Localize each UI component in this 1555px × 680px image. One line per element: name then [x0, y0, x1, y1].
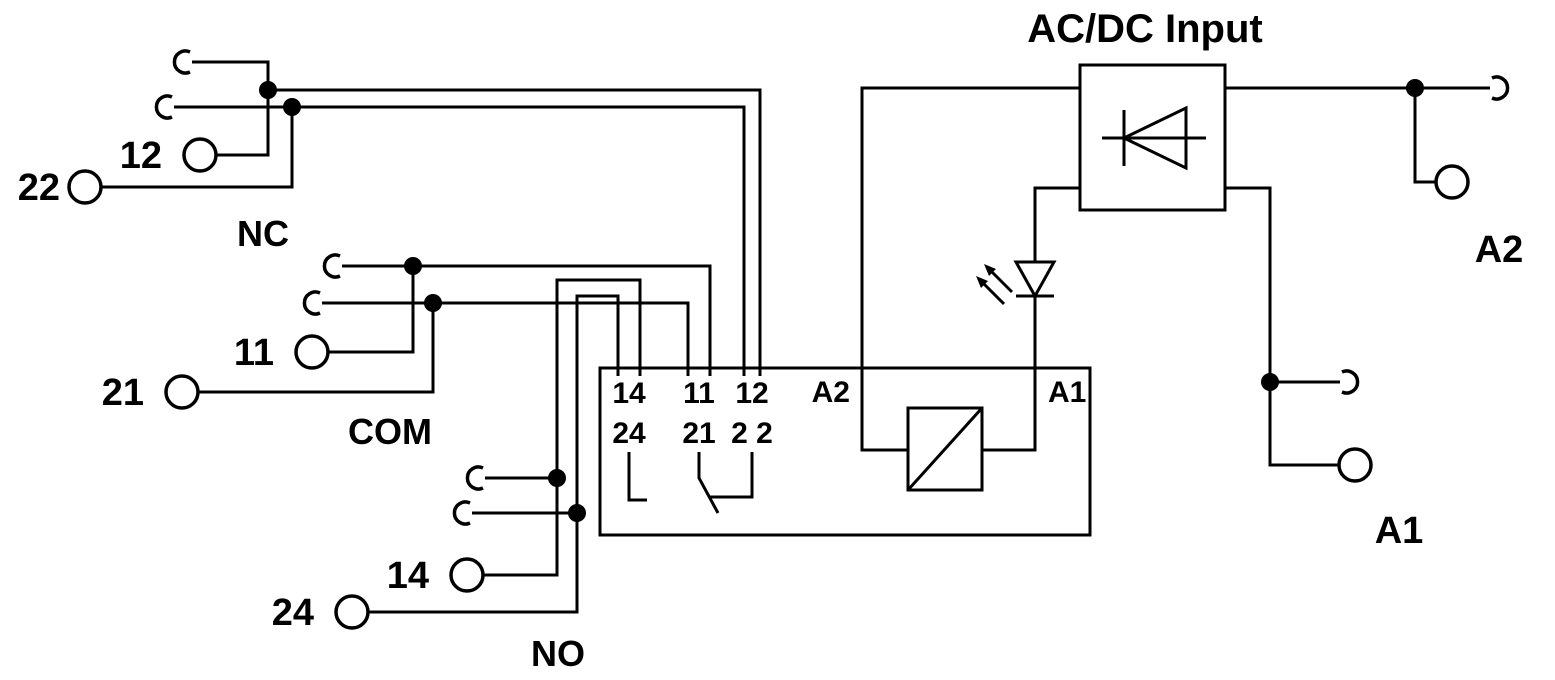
a1-terminal-group: A1 [1225, 186, 1424, 552]
wire [555, 278, 642, 478]
wire [982, 296, 1037, 452]
wire [199, 301, 435, 394]
nc-label: NC [237, 213, 289, 254]
no-label: NO [531, 633, 585, 674]
plug-contact-icon [322, 253, 341, 279]
terminal-11-ring [294, 334, 330, 370]
wire [1033, 186, 1080, 262]
arrow-head [976, 276, 988, 288]
terminal-21-ring [164, 374, 200, 410]
relay-module-box: 14 11 12 24 21 2 2 A2 A1 [598, 366, 1092, 537]
acdc-input-title: AC/DC Input [1027, 7, 1263, 51]
bridge-rectifier-icon [1102, 105, 1206, 171]
wire [1413, 88, 1436, 184]
relay-pin-24-label: 24 [612, 417, 646, 450]
junction-dot [283, 98, 301, 116]
wire [860, 86, 1080, 452]
plug-contact-icon [172, 49, 191, 75]
terminal-14-ring [449, 557, 485, 593]
nc-contact-stub [710, 452, 754, 499]
wire [433, 301, 690, 376]
terminal-a2-label: A2 [1475, 229, 1524, 271]
arrow-shaft [990, 270, 1014, 294]
changeover-contact-icon [627, 452, 754, 514]
junction-dot [404, 257, 422, 275]
terminal-24-ring [334, 594, 370, 630]
arrow-head [984, 264, 996, 276]
plug-contact-icon [302, 290, 321, 316]
junction-dot [568, 504, 586, 522]
terminal-24-label: 24 [272, 592, 314, 634]
wire [1268, 382, 1339, 467]
plug-contact-icon [465, 465, 484, 491]
terminal-21-label: 21 [102, 372, 144, 414]
relay-pin-12-label: 12 [735, 377, 768, 410]
terminal-12-ring [182, 137, 218, 173]
wire [413, 264, 712, 376]
terminal-22-ring [67, 169, 103, 205]
relay-pin-11-label: 11 [683, 377, 715, 410]
a2-terminal-group: A2 [1225, 75, 1524, 271]
com-label: COM [348, 411, 432, 452]
junction-dot [424, 294, 442, 312]
nc-terminal-group: 12 22 NC [18, 49, 762, 376]
terminal-12-label: 12 [120, 135, 162, 177]
no-terminal-group: 14 24 NO [272, 278, 642, 674]
relay-box-outline [598, 366, 1092, 537]
relay-pin-21-label: 21 [682, 417, 715, 450]
wire [369, 511, 579, 614]
coil-diagonal [906, 406, 984, 492]
terminal-22-label: 22 [18, 167, 60, 209]
junction-dot [259, 81, 277, 99]
relay-pin-22-label: 2 2 [731, 417, 773, 450]
light-emission-arrows-icon [976, 264, 1014, 306]
plug-contact-icon [154, 94, 173, 120]
terminal-a1-ring [1337, 447, 1373, 483]
relay-pin-14-label: 14 [612, 377, 646, 410]
acdc-box-outline [1078, 63, 1227, 212]
led-icon [976, 186, 1080, 452]
wire [1225, 186, 1272, 382]
coil-a2-label: A2 [812, 376, 850, 409]
wire [292, 105, 746, 376]
terminal-14-label: 14 [387, 555, 429, 597]
wire [268, 88, 762, 376]
wire [575, 294, 620, 513]
terminal-11-label: 11 [234, 332, 274, 374]
arrow-shaft [982, 282, 1006, 306]
wire [329, 264, 415, 354]
plug-contact-icon [1341, 369, 1360, 395]
plug-contact-icon [1491, 75, 1510, 101]
coil-a1-label: A1 [1048, 376, 1086, 409]
acdc-input-box: AC/DC Input [860, 7, 1263, 452]
diode-triangle [1120, 105, 1188, 171]
terminal-a1-label: A1 [1375, 510, 1424, 552]
terminal-a2-ring [1434, 164, 1470, 200]
wire [484, 476, 559, 577]
no-contact-stub [627, 452, 647, 502]
wire [102, 105, 294, 189]
com-terminal-group: 11 21 COM [102, 253, 712, 452]
contact-armature [697, 452, 720, 514]
relay-coil: A2 A1 [812, 376, 1086, 492]
led-triangle [1013, 260, 1057, 300]
junction-dot [548, 469, 566, 487]
plug-contact-icon [452, 500, 471, 526]
